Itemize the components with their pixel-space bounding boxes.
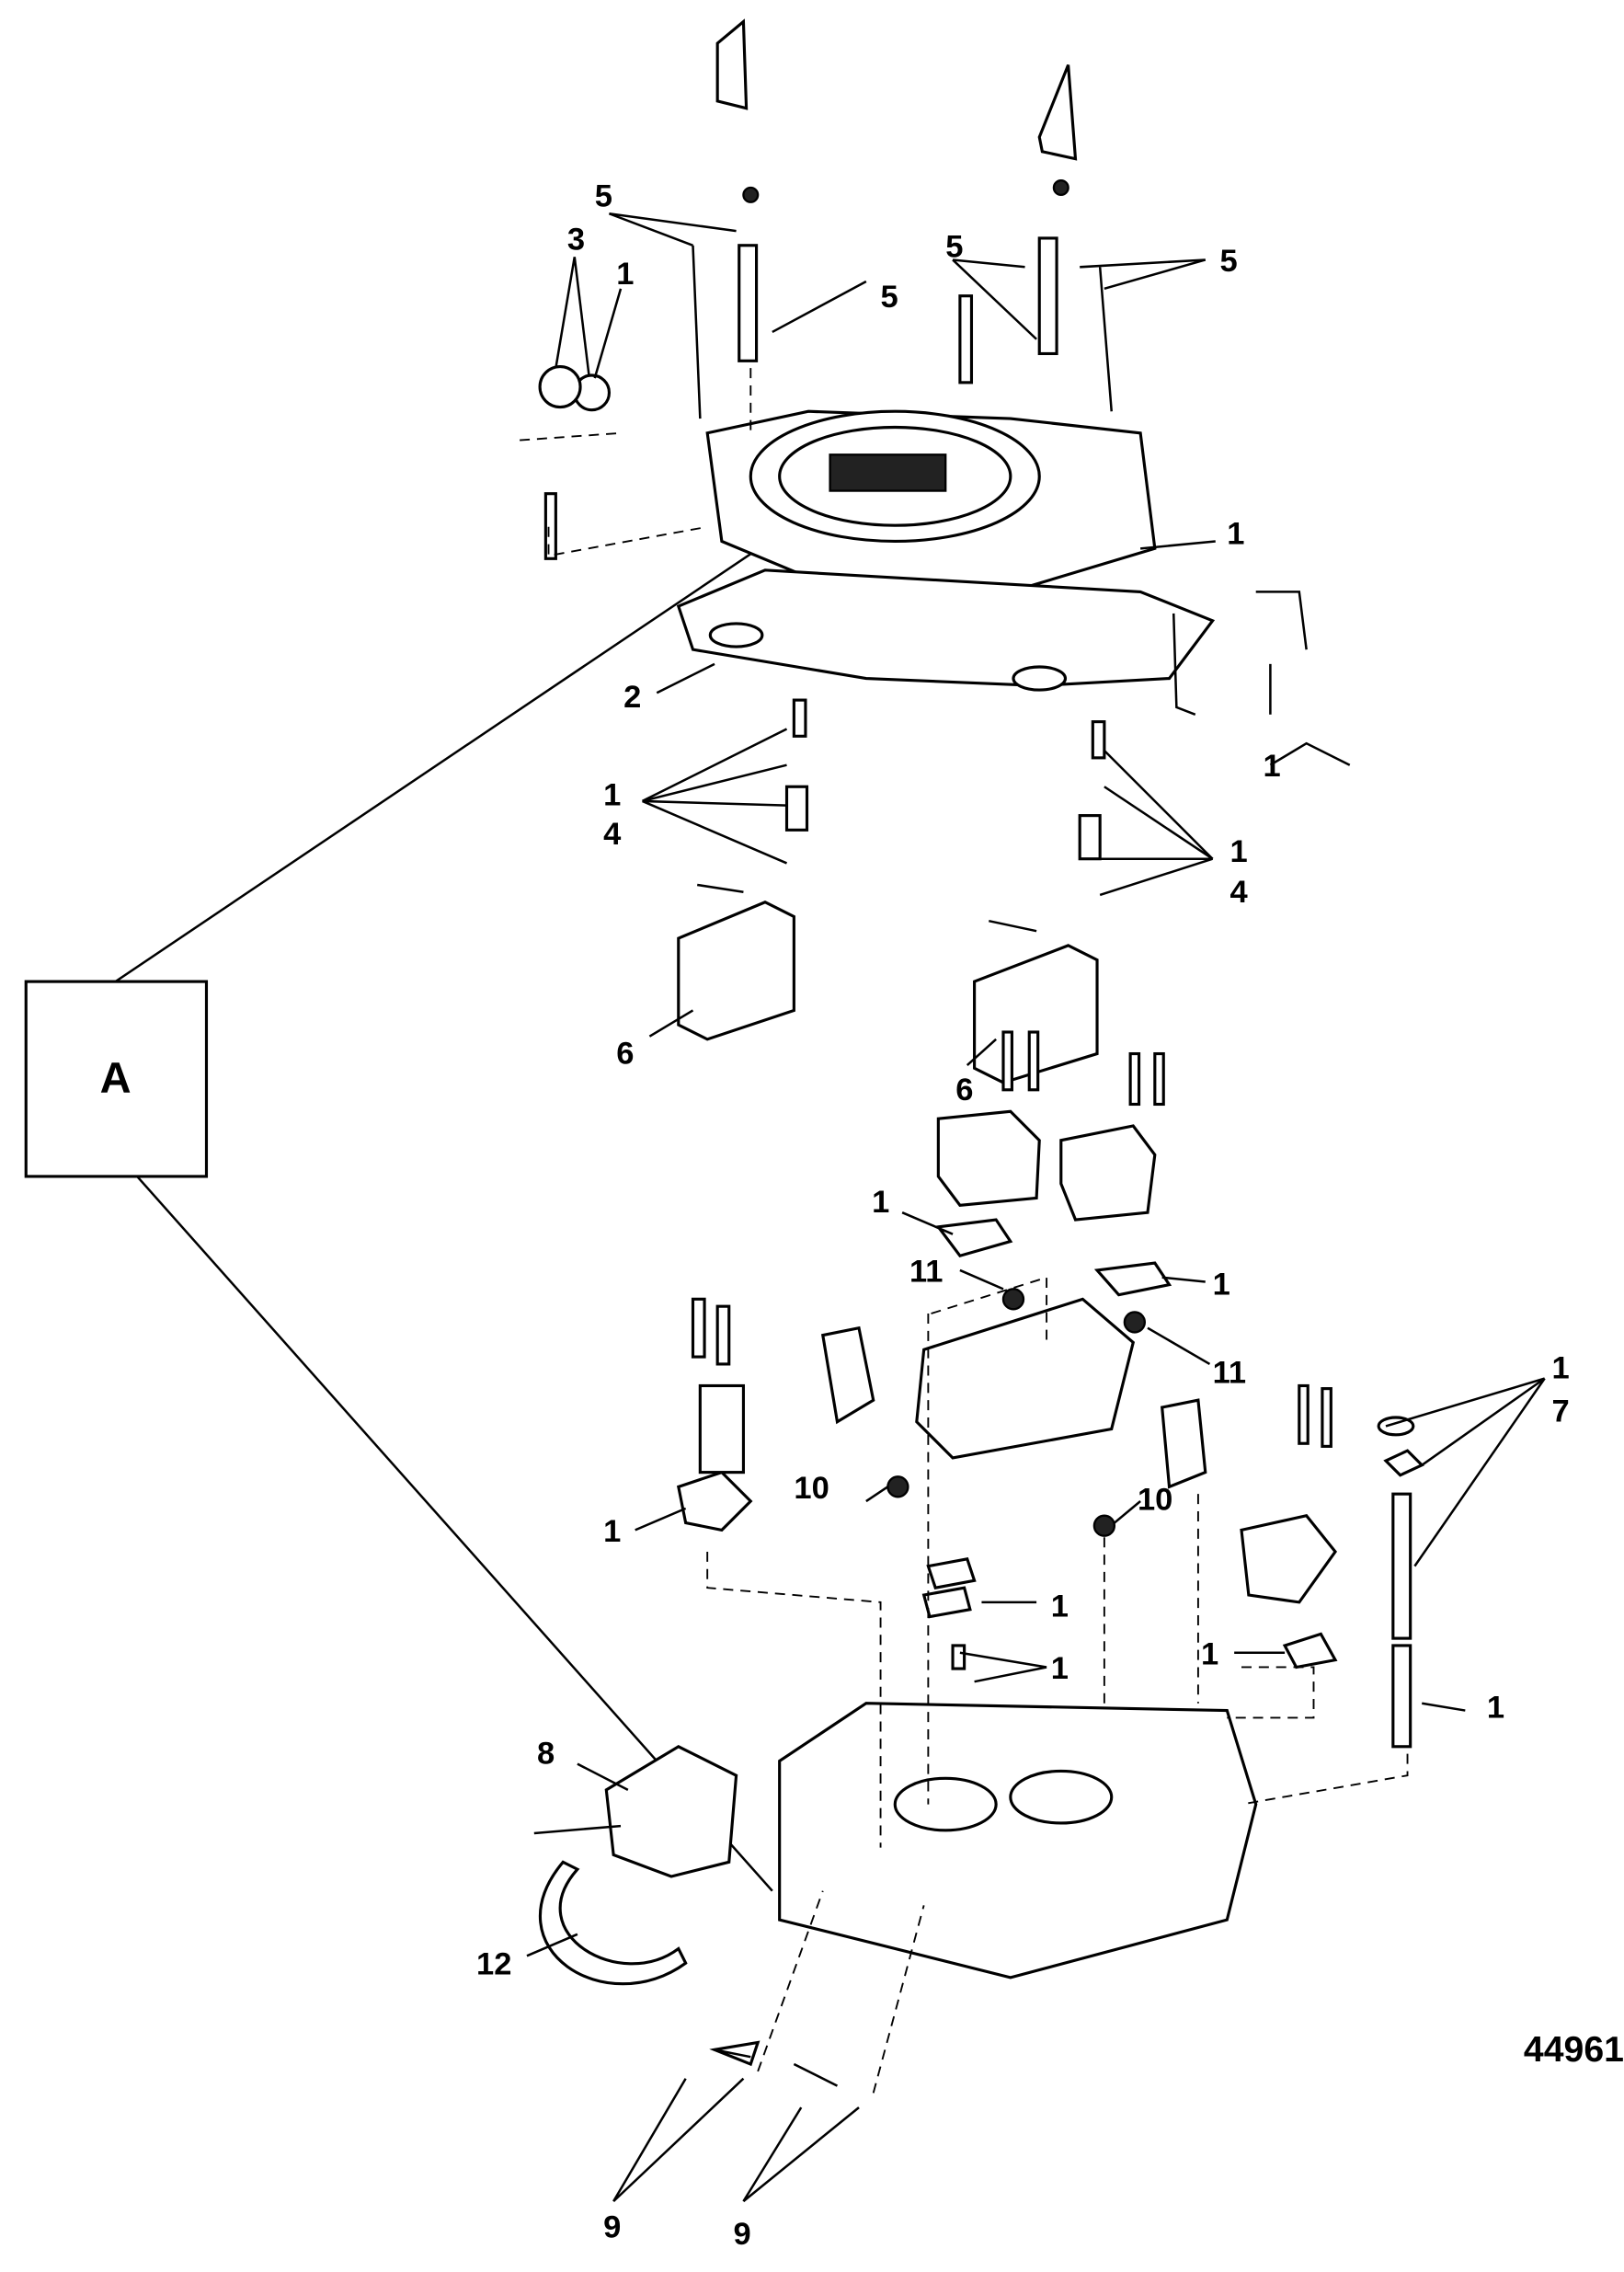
callout-1: 1 (1229, 834, 1247, 869)
callout-1: 1 (1487, 1690, 1504, 1725)
callout-10: 10 (794, 1471, 829, 1506)
top-parts (538, 18, 1351, 766)
callout-5: 5 (1219, 244, 1237, 279)
callout-1: 1 (1227, 517, 1244, 552)
callout-5: 5 (881, 280, 898, 315)
leader-lines (526, 212, 1546, 2203)
callout-1: 1 (1051, 1651, 1069, 1686)
callout-5: 5 (945, 229, 963, 264)
callout-9: 9 (603, 2209, 621, 2244)
callout-12: 12 (476, 1947, 511, 1982)
float-assemblies (677, 698, 1106, 1084)
callout-6: 6 (955, 1073, 973, 1107)
callout-1: 1 (1051, 1589, 1069, 1624)
callout-3: 3 (567, 222, 585, 257)
callout-1: 1 (872, 1185, 889, 1220)
middle-parts (676, 1030, 1424, 1749)
callout-7: 7 (1552, 1394, 1570, 1429)
callout-1: 1 (1213, 1268, 1230, 1302)
figure-number: 44961 (1524, 2029, 1624, 2070)
callout-4: 4 (1229, 875, 1248, 910)
callout-labels: 5 3 1 5 5 5 1 2 1 1 4 1 4 6 6 1 11 1 11 … (476, 178, 1570, 2252)
callout-8: 8 (537, 1737, 555, 1772)
callout-box-label: A (100, 1053, 132, 1102)
callout-1: 1 (1264, 749, 1281, 784)
callout-10: 10 (1138, 1482, 1172, 1517)
callout-2: 2 (623, 680, 641, 715)
callout-4: 4 (603, 817, 622, 852)
callout-9: 9 (733, 2217, 750, 2252)
callout-11: 11 (1213, 1355, 1247, 1390)
callout-1: 1 (1552, 1351, 1570, 1386)
callout-5: 5 (595, 178, 612, 213)
callout-11: 11 (909, 1254, 944, 1289)
callout-1: 1 (603, 1514, 621, 1549)
callout-1: 1 (1201, 1636, 1218, 1671)
callout-1: 1 (603, 778, 621, 813)
callout-1: 1 (616, 257, 634, 292)
main-body (533, 1702, 1258, 2087)
callout-6: 6 (616, 1037, 634, 1072)
alignment-lines (520, 368, 1409, 2094)
callout-box-a: A (24, 489, 846, 1892)
